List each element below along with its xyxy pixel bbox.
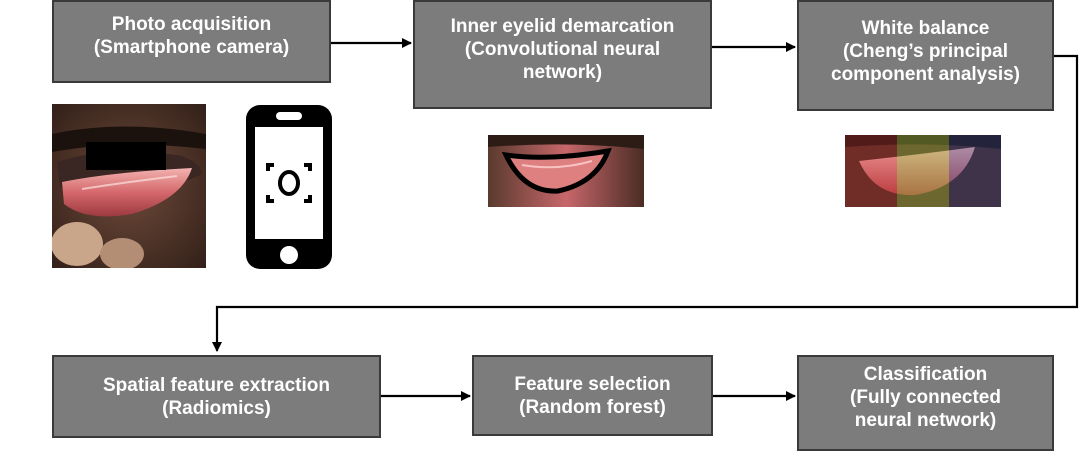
privacy-bar xyxy=(86,142,166,170)
step-classification: Classification (Fully connected neural n… xyxy=(797,355,1054,451)
smartphone-camera-icon xyxy=(246,105,332,269)
step-label: Photo acquisition (Smartphone camera) xyxy=(93,13,290,58)
step-spatial-feature-extraction: Spatial feature extraction (Radiomics) xyxy=(52,355,381,438)
step-feature-selection: Feature selection (Random forest) xyxy=(472,355,713,436)
step-label: Spatial feature extraction (Radiomics) xyxy=(102,374,331,419)
step-inner-eyelid-demarcation: Inner eyelid demarcation (Convolutional … xyxy=(413,0,712,109)
step-label: White balance (Cheng’s principal compone… xyxy=(831,18,1020,85)
step-label: Feature selection (Random forest) xyxy=(514,373,671,418)
step-label: Classification (Fully connected neural n… xyxy=(850,363,1001,431)
step-label: Inner eyelid demarcation (Convolutional … xyxy=(450,16,675,83)
white-balanced-image xyxy=(845,135,1001,207)
eyelid-segmentation-image xyxy=(488,135,644,207)
step-photo-acquisition: Photo acquisition (Smartphone camera) xyxy=(52,0,331,83)
eye-photo xyxy=(52,104,206,268)
step-white-balance: White balance (Cheng’s principal compone… xyxy=(797,0,1054,111)
arrow-whitebalance-to-extraction xyxy=(212,54,1079,352)
